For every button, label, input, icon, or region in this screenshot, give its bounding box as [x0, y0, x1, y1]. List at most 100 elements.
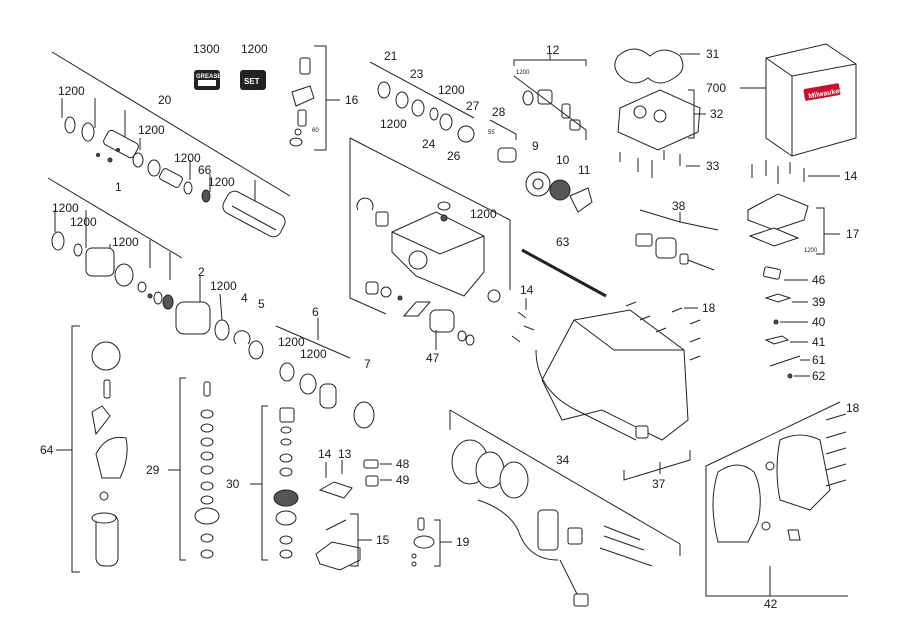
label-4: 4: [241, 291, 248, 305]
screws-18: [625, 301, 701, 361]
label-1200: 1200: [210, 279, 237, 293]
part-40: [773, 319, 779, 325]
label-66: 66: [198, 163, 212, 177]
part-39: [764, 293, 792, 303]
assembly-42-housing: [705, 401, 848, 597]
label-9: 9: [532, 139, 539, 153]
part-31-gasket: [614, 48, 684, 84]
assembly-20: [51, 51, 291, 238]
label-34: 34: [556, 453, 570, 467]
part-13: [318, 481, 353, 499]
label-1200: 1200: [380, 117, 407, 131]
screws-14-top: [751, 160, 805, 184]
assembly-16: [289, 45, 340, 151]
screw-set-33: [619, 150, 681, 178]
part-17-cover: [747, 193, 809, 231]
label-37: 37: [652, 477, 666, 491]
label-63: 63: [556, 235, 570, 249]
label-1: 1: [115, 180, 122, 194]
label-28: 28: [492, 105, 506, 119]
label-27: 27: [466, 99, 480, 113]
label-30: 30: [226, 477, 240, 491]
label-1200: 1200: [300, 347, 327, 361]
part-5-ring: [248, 340, 264, 360]
label-20: 20: [158, 93, 172, 107]
label-1200: 1200: [112, 235, 139, 249]
label-61: 61: [812, 353, 826, 367]
label-26: 26: [447, 149, 461, 163]
grease-badge-icon: GREASE: [194, 70, 221, 90]
label-1200: 1200: [516, 70, 530, 76]
label-21: 21: [384, 49, 398, 63]
assembly-34-electronics: [449, 409, 681, 607]
label-42: 42: [764, 597, 778, 611]
label-15: 15: [376, 533, 390, 547]
label-40: 40: [812, 315, 826, 329]
assembly-19: [411, 517, 452, 567]
label-48: 48: [396, 457, 410, 471]
screws-14-mid: [511, 298, 535, 343]
carrying-case: Milwaukee: [765, 43, 857, 157]
part-63-rod: [521, 248, 607, 298]
assembly-1: [47, 177, 183, 310]
assembly-38: [635, 209, 719, 271]
part-10-gear: [549, 179, 571, 201]
label-1200: 1200: [804, 248, 818, 254]
label-62: 62: [812, 369, 826, 383]
label-2: 2: [198, 265, 205, 279]
label-6: 6: [312, 305, 319, 319]
label-1200: 1200: [174, 151, 201, 165]
part-11: [569, 187, 593, 213]
assembly-47-housing: [349, 137, 511, 350]
label-1200: 1200: [208, 175, 235, 189]
assembly-15: [315, 513, 372, 571]
label-1200: 1200: [138, 123, 165, 137]
assembly-rings-top: [369, 61, 475, 143]
label-11: 11: [578, 163, 591, 177]
set-badge-icon: SET: [240, 70, 266, 90]
part-2-sleeve: [175, 301, 211, 335]
part-4-circlip: [233, 330, 251, 345]
label-1200: 1200: [278, 335, 305, 349]
label-23: 23: [410, 67, 424, 81]
label-1300: 1300: [193, 42, 220, 56]
label-32: 32: [710, 107, 724, 121]
label-14: 14: [844, 169, 858, 183]
label-39: 39: [812, 295, 826, 309]
label-1200: 1200: [70, 215, 97, 229]
label-49: 49: [396, 473, 410, 487]
label-14: 14: [318, 447, 332, 461]
svg-text:SET: SET: [244, 77, 260, 86]
label-12: 12: [546, 43, 560, 57]
label-1200: 1200: [52, 201, 79, 215]
part-7-ring: [353, 401, 375, 429]
label-64: 64: [40, 443, 54, 457]
label-17: 17: [846, 227, 860, 241]
label-18: 18: [846, 401, 860, 415]
assembly-6: [275, 318, 351, 409]
label-1200: 1200: [438, 83, 465, 97]
label-47: 47: [426, 351, 440, 365]
label-41: 41: [812, 335, 826, 349]
label-38: 38: [672, 199, 686, 213]
assembly-37-housing: [535, 309, 691, 481]
assembly-12: [513, 54, 587, 140]
label-1200: 1200: [470, 207, 497, 221]
svg-text:GREASE: GREASE: [196, 74, 221, 80]
label-24: 24: [422, 137, 436, 151]
part-49: [365, 475, 379, 487]
label-5: 5: [258, 297, 265, 311]
assembly-64-handle: [56, 325, 128, 573]
part-62: [787, 373, 793, 379]
label-18: 18: [702, 301, 716, 315]
label-13: 13: [338, 447, 352, 461]
part-ring: [214, 319, 230, 341]
label-16: 16: [345, 93, 359, 107]
label-60: 60: [312, 128, 319, 134]
part-48: [363, 459, 379, 469]
label-33: 33: [706, 159, 720, 173]
assembly-29-stack: [168, 377, 220, 561]
label-46: 46: [812, 273, 826, 287]
label-700: 700: [706, 81, 726, 95]
